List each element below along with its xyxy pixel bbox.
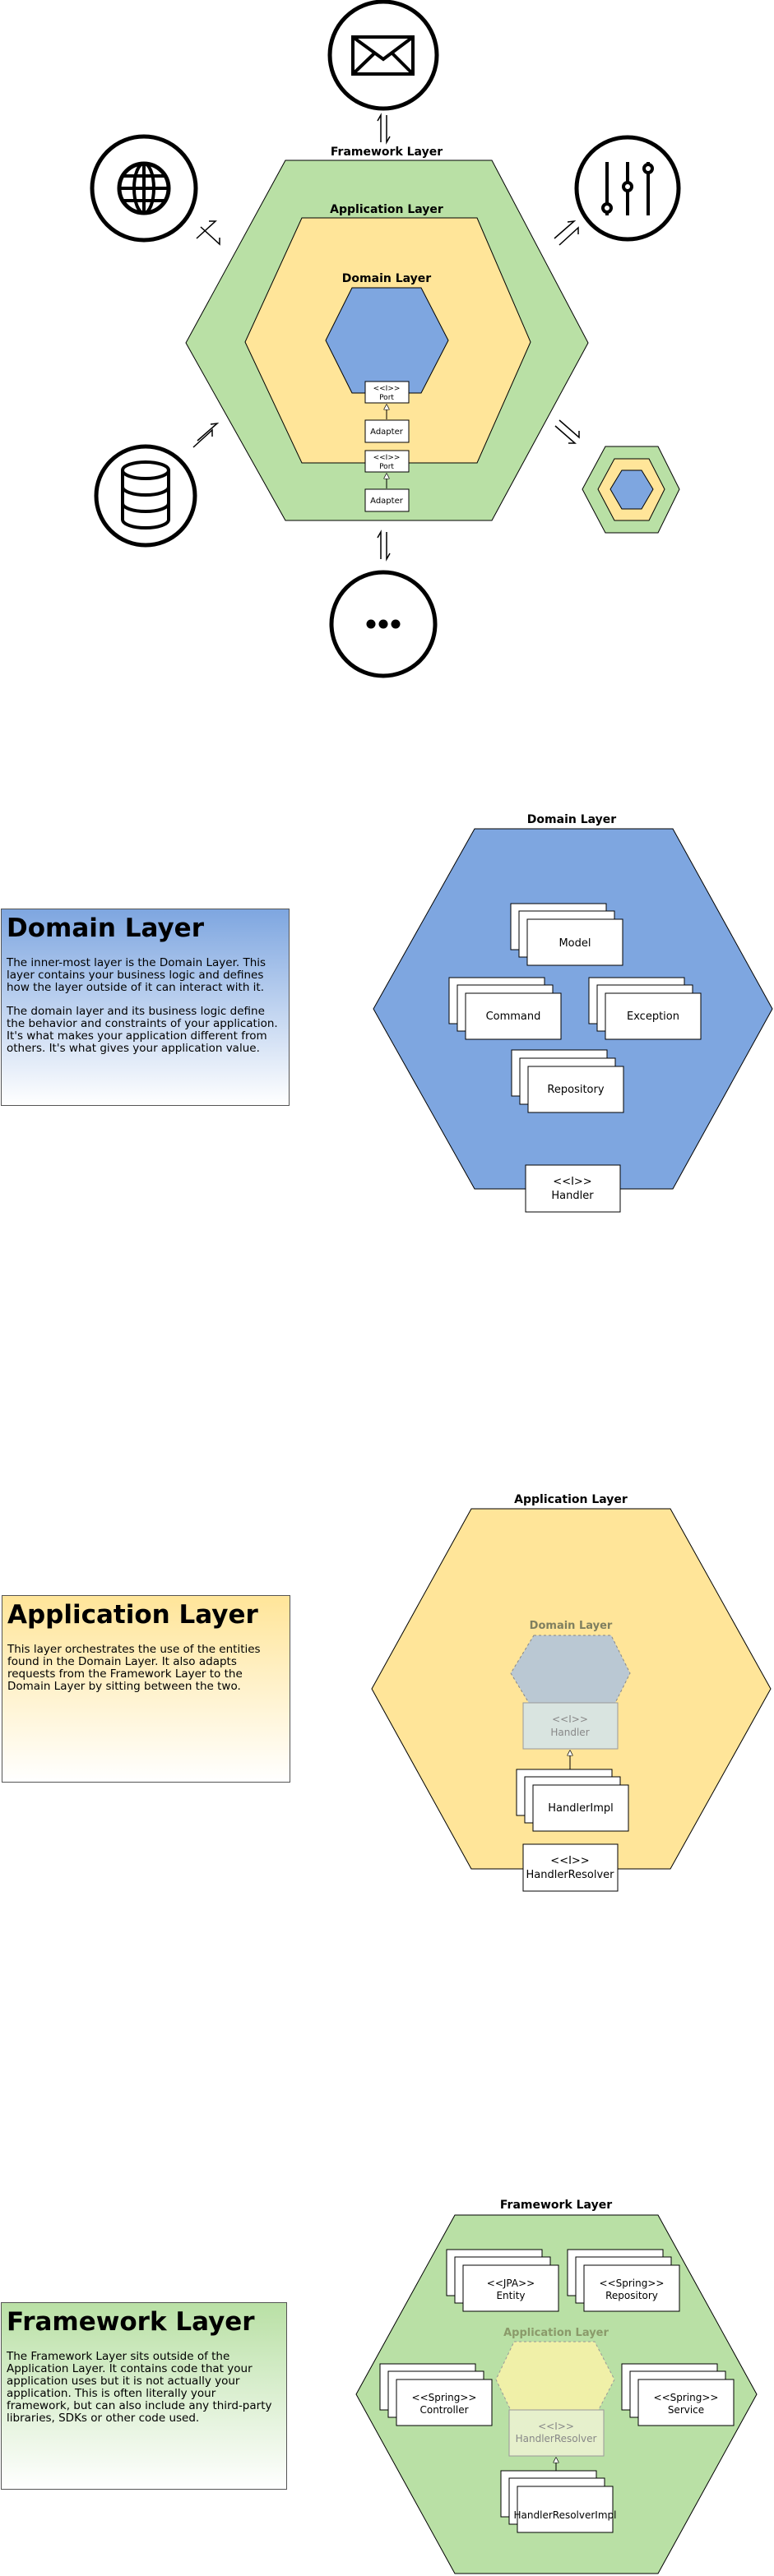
repository-label-fw: Repository: [605, 2290, 658, 2301]
repository-label: Repository: [547, 1084, 604, 1096]
application-layer-description: Application Layer This layer orchestrate…: [2, 1595, 290, 1783]
framework-layer-paragraph-1: The Framework Layer sits outside of the …: [7, 2350, 272, 2425]
adapter-bottom: [364, 488, 410, 512]
adapter-top-label: Adapter: [370, 428, 404, 437]
handler-label: Handler: [551, 1190, 594, 1202]
application-layer-heading: Application Layer: [7, 1600, 258, 1630]
adapter-top: [364, 419, 410, 443]
faded-application-title: Application Layer: [503, 2327, 609, 2339]
faded-handler-label: Handler: [550, 1727, 589, 1738]
framework-layer-title: Framework Layer: [331, 146, 443, 159]
entity-stereotype: <<JPA>>: [487, 2278, 535, 2289]
service-class-stack: <<Spring>> Service: [621, 2363, 735, 2426]
faded-application-hexagon: [495, 2341, 615, 2418]
faded-handler-interface: <<I>> Handler: [522, 1702, 619, 1750]
application-layer-paragraph-1: This layer orchestrates the use of the e…: [7, 1643, 261, 1693]
model-label: Model: [558, 937, 591, 950]
application-layer-diagram: Application Layer Domain Layer <<I>> Han…: [371, 1493, 772, 1892]
more-icon: [329, 570, 438, 678]
resolver-label: HandlerResolver: [526, 1869, 614, 1881]
connector-arrows: [192, 113, 580, 562]
application-hex-title: Application Layer: [514, 1493, 628, 1506]
command-class-stack: Command: [448, 977, 562, 1040]
repository-class-stack-fw: <<Spring>> Repository: [567, 2249, 680, 2312]
exception-class-stack: Exception: [588, 977, 702, 1040]
double-arrow-bottom: [377, 530, 391, 562]
domain-layer-paragraph-2: The domain layer and its business logic …: [7, 1005, 278, 1055]
service-stereotype: <<Spring>>: [654, 2392, 719, 2403]
domain-hex-title: Domain Layer: [527, 813, 616, 826]
entity-class-stack: <<JPA>> Entity: [446, 2249, 559, 2312]
framework-layer-description: Framework Layer The Framework Layer sits…: [1, 2302, 287, 2490]
handler-resolver-interface: <<I>> HandlerResolver: [522, 1843, 619, 1892]
mail-icon: [327, 0, 439, 111]
double-arrow-top: [377, 113, 391, 145]
resolver-impl-stack: HandlerResolverImpl: [500, 2470, 617, 2533]
domain-layer-heading: Domain Layer: [7, 913, 204, 943]
globe-icon: [90, 134, 198, 243]
handler-impl-stack: HandlerImpl: [516, 1769, 629, 1832]
framework-layer-diagram: Framework Layer <<JPA>> Entity <<Spring>…: [355, 2199, 758, 2574]
handler-stereotype: <<I>>: [553, 1176, 591, 1188]
model-class-stack: Model: [510, 903, 623, 966]
repository-class-stack: Repository: [511, 1049, 624, 1113]
domain-hexagon: [325, 287, 449, 394]
application-layer-title: Application Layer: [330, 203, 443, 216]
framework-layer-heading: Framework Layer: [7, 2307, 255, 2337]
service-label: Service: [668, 2404, 704, 2416]
faded-resolver-label: HandlerResolver: [516, 2433, 597, 2444]
domain-detail-hexagon: [373, 828, 773, 1190]
overview-diagram: Framework Layer Application Layer Domain…: [90, 0, 681, 678]
faded-domain-hexagon: [510, 1635, 631, 1712]
faded-handler-stereotype: <<I>>: [552, 1713, 588, 1725]
port-bottom-stereotype: <<I>>: [373, 454, 401, 462]
domain-layer-diagram: Domain Layer Model Command Exception Rep…: [373, 813, 773, 1213]
resolver-stereotype: <<I>>: [550, 1855, 589, 1867]
double-arrow-topright: [554, 220, 579, 246]
resolver-impl-label: HandlerResolverImpl: [514, 2509, 617, 2521]
adapter-bottom-label: Adapter: [370, 497, 404, 506]
faded-resolver-stereotype: <<I>>: [538, 2421, 574, 2432]
controller-label: Controller: [419, 2404, 468, 2416]
domain-layer-title: Domain Layer: [342, 272, 431, 285]
handler-impl-label: HandlerImpl: [548, 1802, 614, 1815]
handler-interface: <<I>> Handler: [525, 1164, 621, 1213]
faded-resolver-interface: <<I>> HandlerResolver: [508, 2409, 605, 2457]
double-arrow-topleft: [196, 220, 220, 246]
entity-label: Entity: [496, 2290, 525, 2301]
sliders-icon: [574, 135, 681, 242]
double-arrow-bottomright: [554, 419, 580, 444]
double-arrow-bottomleft: [192, 422, 220, 448]
port-bottom-label: Port: [379, 463, 394, 471]
command-label: Command: [486, 1011, 541, 1023]
mini-hexagon-icon: [582, 446, 680, 534]
controller-class-stack: <<Spring>> Controller: [379, 2363, 493, 2426]
port-top-stereotype: <<I>>: [373, 385, 401, 393]
repository-stereotype-fw: <<Spring>>: [600, 2278, 665, 2289]
framework-hex-title: Framework Layer: [500, 2199, 612, 2212]
port-top-label: Port: [379, 394, 394, 402]
port-top: [364, 381, 410, 404]
exception-label: Exception: [627, 1011, 679, 1023]
database-icon: [94, 444, 197, 548]
controller-stereotype: <<Spring>>: [412, 2392, 477, 2403]
port-bottom: [364, 450, 410, 473]
domain-layer-description: Domain Layer The inner-most layer is the…: [1, 909, 290, 1106]
faded-domain-title: Domain Layer: [530, 1620, 613, 1632]
domain-layer-paragraph-1: The inner-most layer is the Domain Layer…: [7, 956, 266, 994]
